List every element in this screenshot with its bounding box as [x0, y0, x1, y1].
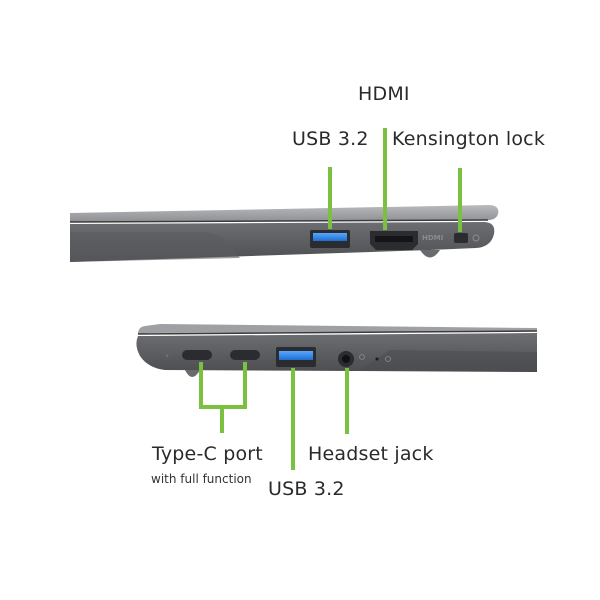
callout-line-typec-stem: [220, 405, 224, 433]
callout-line-headset: [345, 368, 349, 434]
svg-text:⚡: ⚡: [165, 353, 169, 360]
label-kensington: Kensington lock: [392, 128, 546, 150]
callout-line-usb-top: [328, 167, 332, 229]
callout-line-kensington: [458, 168, 462, 232]
label-headset: Headset jack: [308, 443, 434, 465]
callout-line-typec-1: [199, 362, 203, 408]
power-icon: [385, 356, 391, 362]
led-indicator: [375, 357, 379, 361]
callout-line-usb-bottom: [291, 368, 295, 470]
laptop-right-side: HDMI: [69, 205, 499, 262]
callout-line-hdmi: [383, 128, 387, 230]
lock-icon: [472, 234, 480, 242]
label-typec: Type-C port: [152, 443, 263, 465]
headset-icon: [359, 354, 365, 360]
label-typec-sub: with full function: [151, 472, 252, 486]
hdmi-engraved-logo: HDMI: [422, 234, 443, 242]
laptop-left-side: ⚡: [136, 324, 538, 377]
label-usb-bottom: USB 3.2: [268, 478, 345, 500]
kensington-slot: [454, 233, 468, 243]
typec-port-1: [182, 350, 212, 360]
callout-line-typec-2: [243, 362, 247, 408]
label-usb-top: USB 3.2: [292, 128, 369, 150]
typec-port-2: [230, 350, 260, 360]
label-hdmi: HDMI: [358, 83, 410, 105]
